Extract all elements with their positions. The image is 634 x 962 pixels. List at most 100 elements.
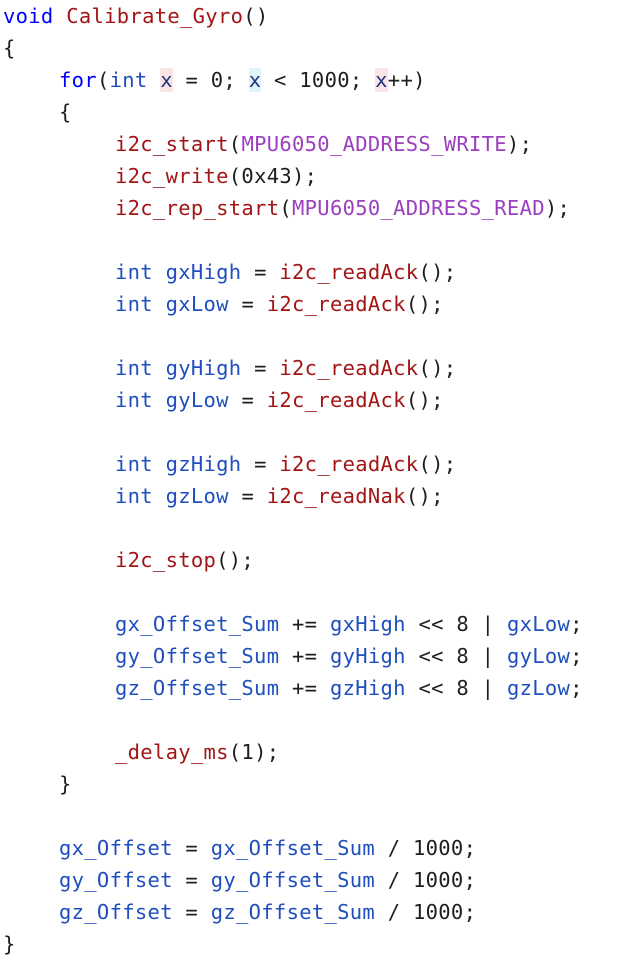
code-line: i2c_write(0x43); [115, 160, 317, 192]
code-token: gyLow [506, 644, 571, 668]
code-token: << 8 | [405, 676, 507, 700]
code-token: (); [405, 388, 444, 412]
code-token: gzHigh [329, 676, 406, 700]
code-token [153, 484, 166, 508]
code-token: = [172, 900, 211, 924]
code-line: gz_Offset = gz_Offset_Sum / 1000; [59, 896, 476, 928]
code-line: i2c_rep_start(MPU6050_ADDRESS_READ); [115, 192, 570, 224]
code-token [54, 4, 67, 28]
code-line: int gyHigh = i2c_readAck(); [115, 352, 456, 384]
code-line: void Calibrate_Gyro() [3, 0, 269, 32]
code-token: = [228, 388, 267, 412]
code-line: for(int x = 0; x < 1000; x++) [59, 64, 426, 96]
code-token: (); [418, 356, 457, 380]
code-token: = [228, 292, 267, 316]
code-token: (); [405, 484, 444, 508]
code-token: gzLow [165, 484, 229, 508]
code-token: int [115, 484, 153, 508]
code-token: / 1000; [375, 868, 477, 892]
code-token: gz_Offset [59, 900, 173, 924]
code-line: int gyLow = i2c_readAck(); [115, 384, 444, 416]
code-token: (); [405, 292, 444, 316]
code-token: _delay_ms [115, 740, 229, 764]
code-token: = [241, 356, 280, 380]
code-token: i2c_readAck [279, 452, 419, 476]
code-token: (); [418, 452, 457, 476]
code-token: i2c_start [115, 132, 229, 156]
code-token: { [59, 100, 72, 124]
code-token [153, 388, 166, 412]
code-token: ; [570, 676, 583, 700]
code-token: gzLow [506, 676, 571, 700]
code-token: int [115, 260, 153, 284]
code-line: i2c_stop(); [115, 544, 254, 576]
code-token: gz_Offset_Sum [210, 900, 376, 924]
code-token: = [172, 868, 211, 892]
code-token: gyLow [165, 388, 229, 412]
code-token: Calibrate_Gyro [66, 4, 244, 28]
code-token: = 0; [172, 68, 249, 92]
code-token: int [115, 356, 153, 380]
code-token: gxLow [165, 292, 229, 316]
code-token: int [109, 68, 148, 92]
code-line: int gzLow = i2c_readNak(); [115, 480, 444, 512]
code-token: } [59, 772, 72, 796]
code-line: gx_Offset = gx_Offset_Sum / 1000; [59, 832, 476, 864]
code-token: gx_Offset_Sum [210, 836, 376, 860]
code-token: () [243, 4, 269, 28]
code-token: = [241, 452, 280, 476]
code-token: gyHigh [165, 356, 242, 380]
code-token: << 8 | [405, 612, 507, 636]
code-token [153, 292, 166, 316]
code-token: { [3, 36, 16, 60]
code-token: i2c_readAck [279, 356, 419, 380]
code-token: gx_Offset [59, 836, 173, 860]
code-token: i2c_readAck [279, 260, 419, 284]
code-token: ; [570, 612, 583, 636]
code-token: (); [418, 260, 457, 284]
code-line: { [3, 32, 16, 64]
code-line: int gzHigh = i2c_readAck(); [115, 448, 456, 480]
code-token: } [3, 932, 16, 956]
code-token: (0x43); [228, 164, 318, 188]
code-token: gy_Offset_Sum [115, 644, 280, 668]
code-token: ( [279, 196, 293, 220]
code-token: i2c_write [115, 164, 229, 188]
code-token: x [375, 68, 388, 92]
code-token: gy_Offset [59, 868, 173, 892]
code-token: gy_Offset_Sum [210, 868, 376, 892]
code-token: < 1000; [261, 68, 376, 92]
code-token: MPU6050_ADDRESS_READ [292, 196, 545, 220]
code-line: _delay_ms(1); [115, 736, 279, 768]
code-token: int [115, 292, 153, 316]
code-line: gz_Offset_Sum += gzHigh << 8 | gzLow; [115, 672, 583, 704]
code-token: int [115, 452, 153, 476]
code-token: ( [96, 68, 110, 92]
code-line: } [3, 928, 16, 960]
code-token: gxHigh [329, 612, 406, 636]
code-token: << 8 | [405, 644, 507, 668]
code-token: (1); [228, 740, 280, 764]
code-line: gx_Offset_Sum += gxHigh << 8 | gxLow; [115, 608, 583, 640]
code-line: gy_Offset = gy_Offset_Sum / 1000; [59, 864, 476, 896]
code-token: gx_Offset_Sum [115, 612, 280, 636]
code-line: int gxHigh = i2c_readAck(); [115, 256, 456, 288]
code-line: gy_Offset_Sum += gyHigh << 8 | gyLow; [115, 640, 583, 672]
code-token [148, 68, 161, 92]
code-token: gxHigh [165, 260, 242, 284]
code-token: = [172, 836, 211, 860]
code-token: x [248, 68, 262, 92]
code-token: MPU6050_ADDRESS_WRITE [241, 132, 507, 156]
code-token: ( [228, 132, 242, 156]
code-token: += [279, 644, 330, 668]
code-token: (); [216, 548, 255, 572]
code-token: i2c_stop [115, 548, 217, 572]
code-token: gyHigh [329, 644, 406, 668]
code-line: { [59, 96, 72, 128]
code-token: / 1000; [375, 836, 477, 860]
code-token: i2c_rep_start [115, 196, 280, 220]
code-token: void [3, 4, 54, 28]
code-token: ); [506, 132, 533, 156]
code-token: i2c_readNak [266, 484, 406, 508]
